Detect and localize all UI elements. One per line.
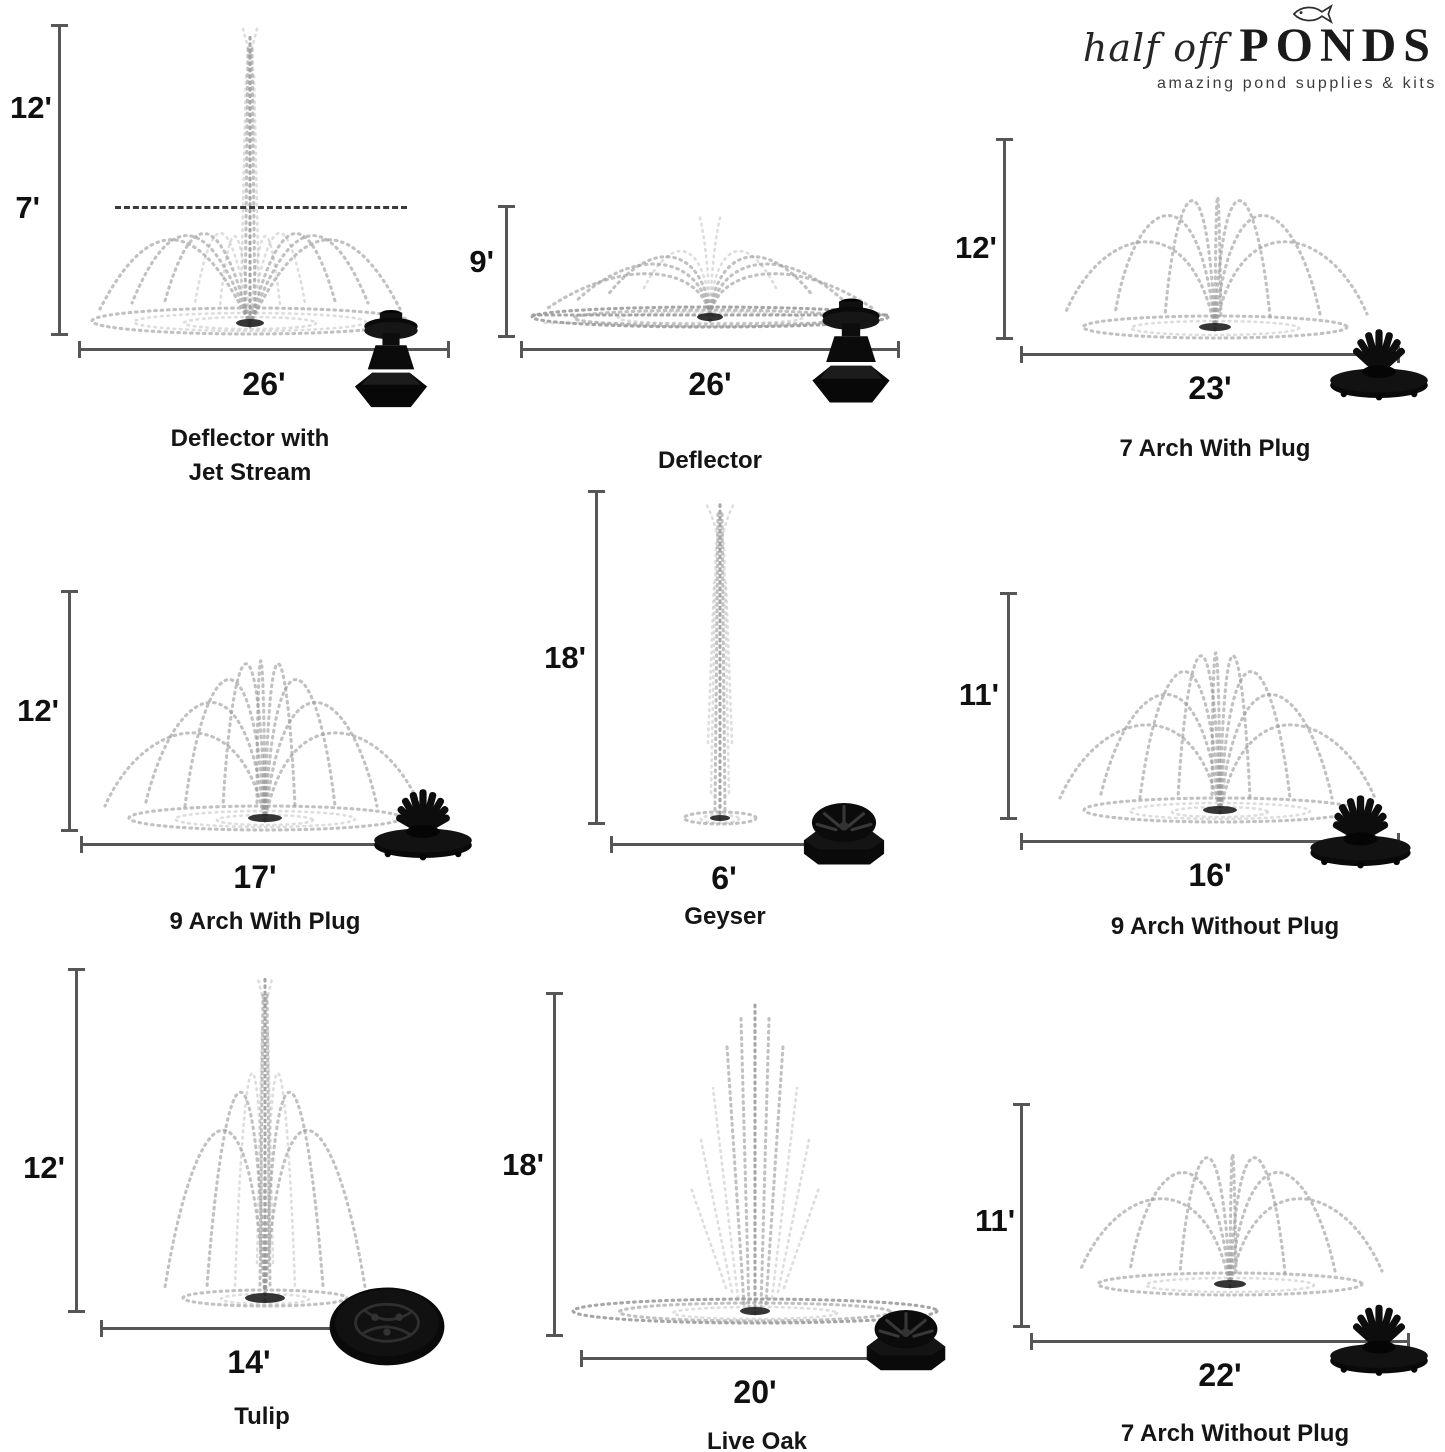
nozzle-name-label: Live Oak (706, 1428, 808, 1452)
height-measure-line (996, 138, 1013, 340)
seven-foot-reference-line (115, 206, 407, 209)
seven-arch-nozzle-icon (1330, 329, 1428, 401)
tulip-disc-nozzle-icon (329, 1287, 445, 1366)
deflector-nozzle-icon (812, 298, 890, 403)
panel-live-oak: 18' 20' Live Oak (500, 985, 970, 1452)
nozzle-name-label: Deflector (657, 447, 763, 474)
panel-9-arch-with-plug: 12' 17' 9 Arch With Plug (15, 585, 480, 945)
panel-7-arch-with-plug: 12' 23' 7 Arch With Plug (955, 8, 1445, 482)
nozzle-name-label: 7 Arch With Plug (1119, 435, 1311, 462)
width-dimension-label: 17' (233, 859, 277, 895)
spray-pattern-nine-arch (1058, 651, 1377, 824)
panel-9-arch-without-plug: 11' 16' 9 Arch Without Plug (955, 585, 1445, 945)
width-dimension-label: 14' (227, 1344, 271, 1380)
height-measure-line (68, 968, 85, 1313)
brand-wordmark: half off PONDS (1083, 2, 1437, 73)
width-measure-line (78, 341, 450, 358)
height-dimension-label: 12' (10, 90, 52, 125)
width-measure-line (520, 341, 900, 358)
height-measure-line (1000, 592, 1017, 820)
geyser-dome-nozzle-icon (803, 803, 885, 865)
brand-logo: half off PONDS amazing pond supplies & k… (1083, 2, 1437, 93)
brand-tagline: amazing pond supplies & kits (1156, 75, 1437, 92)
width-dimension-label: 6' (711, 860, 737, 896)
spray-pattern-deflector-jet (90, 27, 410, 336)
height-dimension-label: 11' (975, 1203, 1016, 1238)
height-measure-line (51, 24, 68, 336)
nozzle-name-label: Tulip (234, 1403, 290, 1430)
height-measure-line (61, 590, 78, 832)
height-measure-line (546, 992, 563, 1337)
height-measure-line (1013, 1103, 1030, 1328)
nozzle-name-label: Deflector with Jet Stream (170, 425, 330, 486)
height-dimension-label: 18' (544, 640, 586, 675)
height-dimension-label: 18' (502, 1147, 544, 1182)
brand-name-script: half off (1082, 26, 1228, 70)
width-dimension-label: 16' (1188, 857, 1232, 893)
width-dimension-label: 20' (733, 1374, 777, 1410)
nozzle-name-label: 9 Arch With Plug (169, 908, 361, 935)
spray-pattern-live-oak-plume (571, 1002, 939, 1325)
height-measure-line (498, 205, 515, 338)
nozzle-name-label: Geyser (684, 903, 766, 930)
height-dimension-label: 12' (955, 230, 997, 265)
panel-geyser: 18' 6' Geyser (540, 480, 960, 945)
nozzle-name-label: 9 Arch Without Plug (1110, 913, 1340, 940)
deflector-nozzle-icon (354, 309, 428, 408)
panel-tulip: 12' 14' Tulip (15, 960, 480, 1452)
spray-pattern-nine-arch (103, 659, 422, 832)
spray-pattern-geyser-column (682, 500, 758, 826)
width-dimension-label: 26' (688, 366, 732, 402)
spray-pattern-tulip (163, 977, 367, 1308)
spray-pattern-seven-arch (1078, 1152, 1384, 1297)
nine-arch-nozzle-icon (374, 789, 472, 861)
panel-7-arch-without-plug: 11' 22' 7 Arch Without Plug (975, 1095, 1445, 1452)
width-dimension-label: 26' (242, 366, 286, 402)
height-dimension-label: 12' (17, 693, 59, 728)
height-dimension-label: 9' (469, 244, 494, 279)
panel-deflector: 9' 26' Deflector (460, 8, 950, 482)
brand-name-caps: PONDS (1239, 19, 1437, 72)
width-dimension-label: 23' (1188, 370, 1232, 406)
width-measure-line (1030, 1333, 1410, 1350)
width-dimension-label: 22' (1198, 1357, 1242, 1393)
spray-pattern-seven-arch (1063, 195, 1369, 340)
spray-pattern-deflector-fan (530, 212, 890, 329)
height-measure-line (588, 490, 605, 825)
seven-arch-nozzle-icon (1330, 1304, 1428, 1376)
nozzle-name-label: 7 Arch Without Plug (1120, 1420, 1350, 1447)
nine-arch-nozzle-icon (1310, 795, 1411, 869)
height-dimension-label: 12' (23, 1150, 65, 1185)
height-dimension-label: 11' (958, 677, 999, 712)
panel-deflector-with-jet-stream: 12' 7' 26' Deflector with Jet Stream (10, 8, 480, 486)
live-oak-dome-nozzle-icon (866, 1310, 946, 1371)
fish-icon (1292, 4, 1333, 24)
secondary-height-dimension-label: 7' (15, 190, 40, 225)
